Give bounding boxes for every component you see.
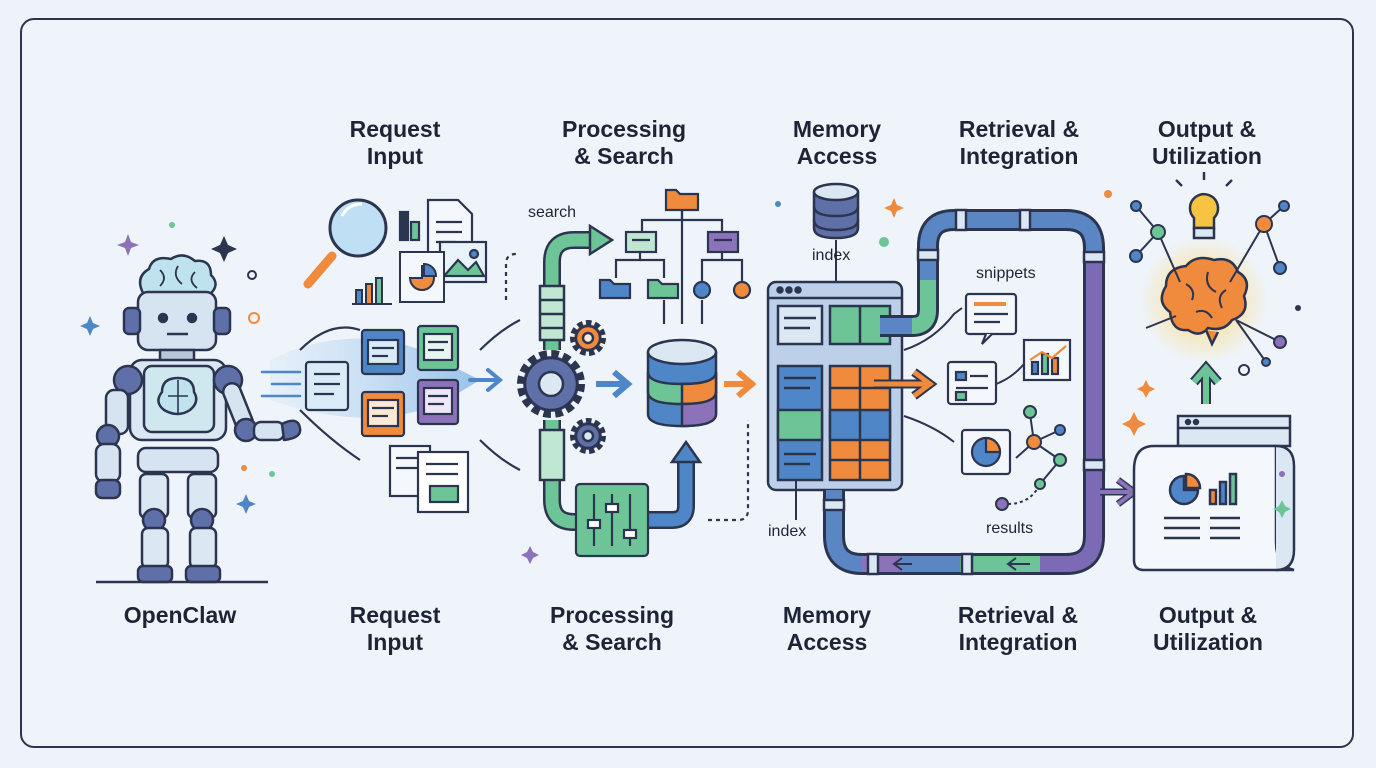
bottom-stage-label: Retrieval &Integration — [957, 602, 1079, 655]
folder-icon — [598, 188, 752, 324]
document-icon — [388, 444, 470, 514]
output-arrow — [1191, 363, 1221, 404]
bottom-stage-label: OpenClaw — [123, 602, 237, 628]
motion-lines — [260, 370, 302, 398]
brain-icon — [138, 254, 217, 297]
request-cards — [304, 324, 460, 438]
magnifier-icon — [303, 198, 388, 289]
flow-arrow — [874, 370, 935, 398]
chart-icon — [352, 251, 445, 305]
flow-arrow — [724, 369, 757, 399]
sparkle-icon — [521, 190, 1301, 564]
database-icon — [812, 182, 860, 240]
annotation-results: results — [986, 520, 1034, 537]
sparkle-icon — [80, 222, 275, 514]
bottom-stage-label: Processing& Search — [550, 602, 674, 655]
annotation-snippets: snippets — [976, 265, 1036, 282]
flow-arrow — [596, 369, 633, 399]
filter-panel — [574, 482, 650, 558]
annotation-index-bottom: index — [768, 523, 807, 540]
robot-icon — [94, 254, 302, 584]
flow-arrow — [468, 368, 504, 392]
brain-icon — [1160, 256, 1249, 347]
network-node-icon — [995, 405, 1067, 511]
report-icon — [946, 292, 1018, 406]
top-stage-label: Retrieval &Integration — [958, 116, 1080, 169]
lightbulb-icon — [1175, 172, 1233, 240]
report-icon — [1132, 414, 1296, 572]
top-stage-label: Processing& Search — [562, 116, 686, 169]
gear-icon — [517, 320, 606, 454]
pipe-icon — [538, 223, 703, 531]
bottom-stage-label: Output &Utilization — [1153, 602, 1263, 655]
pipe-icon — [822, 208, 1106, 576]
top-stage-label: Output &Utilization — [1152, 116, 1262, 169]
annotation-search: search — [528, 204, 577, 221]
annotation-index-top: index — [812, 247, 851, 264]
image-icon — [438, 240, 488, 284]
network-node-icon — [1129, 200, 1290, 367]
chart-icon — [960, 338, 1072, 476]
database-icon — [646, 338, 718, 428]
